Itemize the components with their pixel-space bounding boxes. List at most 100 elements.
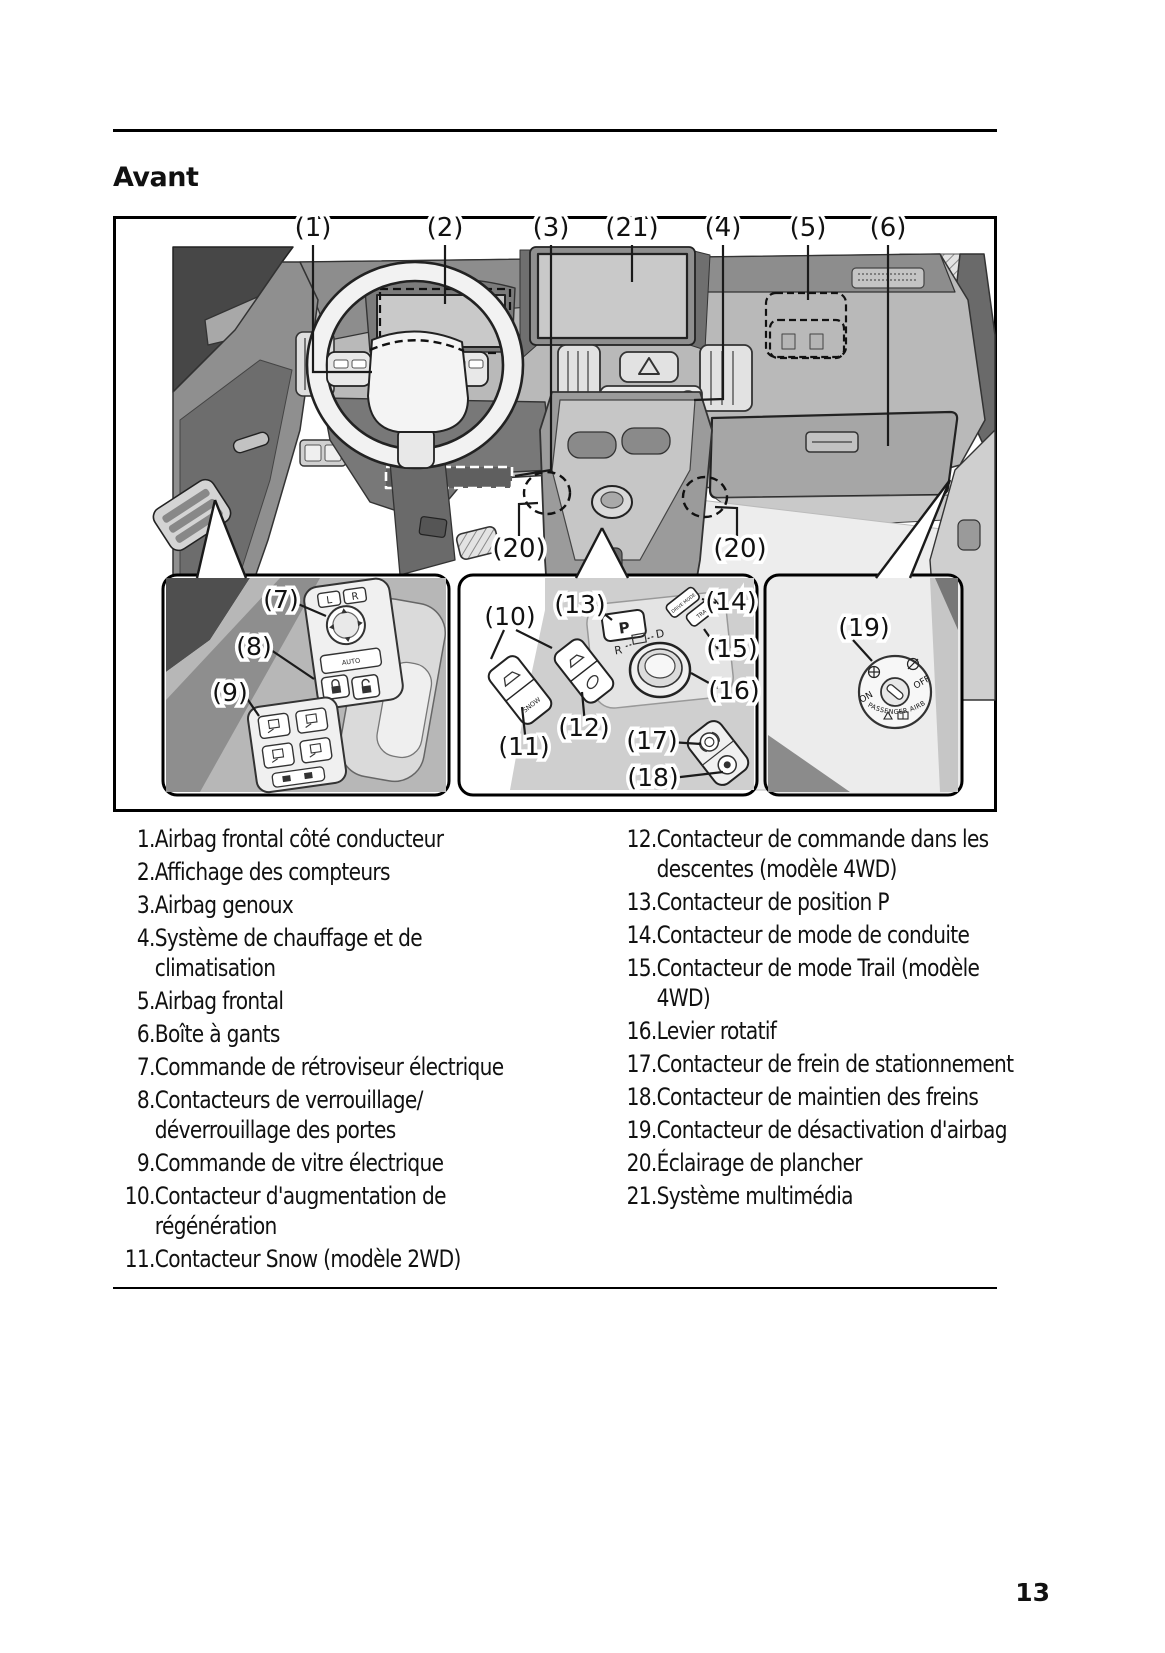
inset3-corner (935, 578, 958, 630)
legend-item: 8.Contacteurs de verrouillage/ déverroui… (117, 1085, 621, 1145)
legend-item-number: 12. (626, 825, 658, 853)
legend-item-text: Contacteur Snow (modèle 2WD) (154, 1245, 462, 1273)
brake-pedal (418, 516, 448, 538)
legend-item-text: Contacteur de commande dans les descente… (656, 825, 990, 883)
wheel-spoke-bottom (397, 427, 435, 469)
legend-item-number: 13. (626, 888, 658, 916)
legend-item-number: 4. (136, 924, 156, 952)
regen-eco-switch (553, 638, 615, 704)
legend-item-text: Contacteur de maintien des freins (656, 1083, 979, 1111)
legend-left-column: 1.Airbag frontal côté conducteur 2.Affic… (117, 824, 621, 1277)
top-rule (113, 129, 997, 132)
parking-brake-icon (699, 732, 720, 752)
callout-5: (5) (790, 216, 827, 243)
wheel-spoke-left (326, 351, 372, 387)
legend-item: 16.Levier rotatif (618, 1016, 1122, 1046)
callout-21: (21) (605, 216, 658, 243)
legend-item-text: Boîte à gants (154, 1020, 281, 1048)
callout-14: (14) (705, 587, 756, 616)
legend-item-text: Airbag genoux (154, 891, 294, 919)
callout-1: (1) (295, 216, 332, 243)
regen-down-icon (569, 654, 585, 669)
callout-20-right: (20) (713, 534, 766, 564)
window-switch-panel (246, 696, 347, 794)
legend-item: 7.Commande de rétroviseur électrique (117, 1052, 621, 1082)
cup-holder-2 (621, 427, 671, 455)
cup-holder-1 (567, 431, 617, 459)
legend-list-left: 1.Airbag frontal côté conducteur 2.Affic… (117, 824, 621, 1274)
console-switches-inset: P R D DRIVE MODE TRAIL (457, 573, 759, 797)
legend-item-text: Contacteur de mode Trail (modèle 4WD) (656, 954, 980, 1012)
legend-item-text: Levier rotatif (656, 1017, 777, 1045)
legend-item: 15.Contacteur de mode Trail (modèle 4WD) (618, 953, 1122, 1013)
inset-pointers (195, 479, 952, 579)
legend-item-text: Airbag frontal côté conducteur (154, 825, 444, 853)
legend-item-number: 21. (626, 1182, 658, 1210)
callout-8: (8) (236, 632, 271, 661)
steering-wheel-rim (305, 260, 525, 470)
page-title: Avant (113, 162, 199, 194)
legend-item-number: 5. (136, 987, 156, 1015)
callout-2: (2) (427, 216, 464, 243)
right-door-handle (957, 519, 981, 551)
legend-item: 5.Airbag frontal (117, 986, 621, 1016)
mirror-right-label: R (351, 591, 359, 603)
p-label: P (618, 618, 631, 637)
legend-item-text: Contacteur d'augmentation de régénératio… (154, 1182, 447, 1240)
legend-item: 3.Airbag genoux (117, 890, 621, 920)
window-switch-icon (295, 707, 329, 734)
brake-switch-unit (686, 720, 750, 786)
key-slot-icon (886, 684, 904, 700)
legend-item-text: Commande de vitre électrique (154, 1149, 444, 1177)
legend-item-text: Contacteur de frein de stationnement (656, 1050, 1014, 1078)
window-switch-icon (261, 742, 295, 769)
callout-18: (18) (627, 763, 678, 792)
inset3-pillar (930, 578, 958, 792)
callout-10: (10) (484, 602, 535, 631)
callout-20-left: (20) (492, 534, 545, 564)
callout-4: (4) (705, 216, 742, 243)
floor-light-right-zone (681, 475, 729, 519)
mirror-left-label: L (326, 595, 333, 607)
legend-item: 2.Affichage des compteurs (117, 857, 621, 887)
inset1-pillar (166, 578, 250, 672)
legend-item: 1.Airbag frontal côté conducteur (117, 824, 621, 854)
airbag-off-icon (906, 657, 920, 671)
callout-9: (9) (212, 678, 247, 707)
airbag-on-icon (867, 665, 881, 679)
inset1-door-trim (166, 578, 320, 792)
callout-12: (12) (558, 713, 609, 742)
glove-box (708, 410, 959, 500)
legend-item-number: 2. (136, 858, 156, 886)
legend-item-text: Éclairage de plancher (656, 1149, 863, 1177)
shift-pattern: R D (613, 627, 666, 658)
legend-item-number: 3. (136, 891, 156, 919)
r-label: R (613, 643, 623, 657)
callout-6: (6) (870, 216, 907, 243)
inset3-trim (768, 735, 850, 792)
legend-item-text: Contacteur de position P (656, 888, 890, 916)
warning-triangle-icon (883, 710, 893, 720)
legend-item: 4.Système de chauffage et de climatisati… (117, 923, 621, 983)
legend-list-right: 12.Contacteur de commande dans les desce… (618, 824, 1122, 1211)
mirror-fold-row (319, 647, 383, 675)
mirror-left-button (316, 590, 342, 609)
eco-leaf-icon (586, 674, 599, 690)
center-vent-right (699, 344, 753, 412)
callout-15: (15) (706, 634, 757, 663)
drive-mode-button (665, 586, 700, 618)
legend-item-number: 11. (124, 1245, 156, 1273)
dashboard-figure-container: L R AUTO (0, 0, 997, 812)
window-lock-button (271, 766, 326, 788)
door-handle (232, 431, 270, 454)
callout-3: (3) (533, 216, 570, 243)
hazard-icon (638, 357, 660, 375)
legend-item-number: 14. (626, 921, 658, 949)
legend-item: 20.Éclairage de plancher (618, 1148, 1122, 1178)
floor-light-left-zone (522, 470, 572, 516)
callout-19: (19) (838, 613, 889, 642)
legend-right-column: 12.Contacteur de commande dans les desce… (618, 824, 1122, 1214)
driver-airbag-pad (367, 330, 469, 433)
d-label: D (655, 627, 666, 641)
